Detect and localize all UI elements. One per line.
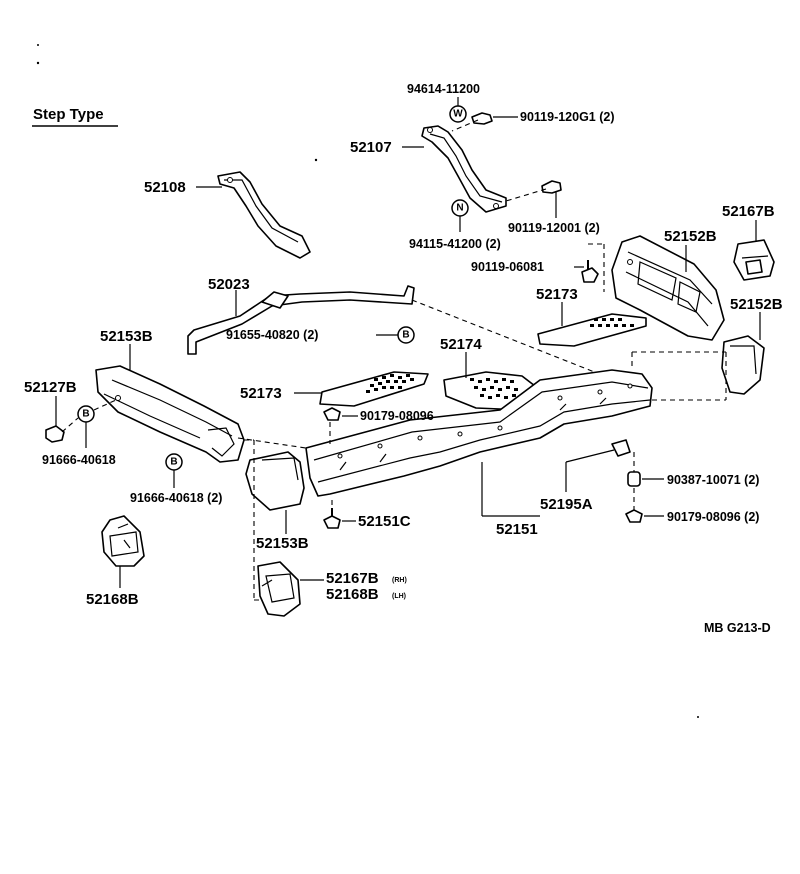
bolt-icon-3 xyxy=(581,260,599,283)
label-90179-08096-a: 90179-08096 xyxy=(360,409,434,423)
label-52151c: 52151C xyxy=(358,513,411,530)
label-52023: 52023 xyxy=(208,276,250,293)
bracket-52167b-top xyxy=(733,239,775,281)
label-90387-10071: 90387-10071 (2) xyxy=(667,473,759,487)
step-pad-52173-right xyxy=(537,313,647,347)
bracket-52168b xyxy=(101,515,145,567)
label-91655-40820: 91655-40820 (2) xyxy=(226,328,318,342)
label-52168b-a: 52168B xyxy=(86,591,139,608)
svg-text:B: B xyxy=(170,457,177,468)
label-52127b: 52127B xyxy=(24,379,77,396)
label-91666-40618-b: 91666-40618 (2) xyxy=(130,491,222,505)
left-end-plate-52153b xyxy=(95,365,245,463)
badge-n-icon: N xyxy=(451,199,469,217)
corner-cap-52153b xyxy=(245,451,305,511)
label-91666-40618-a: 91666-40618 xyxy=(42,453,116,467)
bolt-icon-4 xyxy=(323,508,341,529)
label-52173-a: 52173 xyxy=(536,286,578,303)
label-52167b-rh: 52167B xyxy=(326,570,379,587)
label-90119-120g1: 90119-120G1 (2) xyxy=(520,110,615,124)
label-52151: 52151 xyxy=(496,521,538,538)
right-end-plate-52152b xyxy=(611,235,725,341)
figure-code: MB G213-D xyxy=(704,621,771,635)
bumper-52151 xyxy=(305,369,653,497)
bolt-icon xyxy=(451,112,493,132)
brace-52023 xyxy=(187,285,415,355)
badge-w-icon: W xyxy=(449,105,467,123)
svg-text:N: N xyxy=(456,203,463,214)
label-52153b-b: 52153B xyxy=(256,535,309,552)
scan-specks xyxy=(36,44,699,718)
label-94614-11200: 94614-11200 xyxy=(407,82,480,96)
bracket-52108 xyxy=(217,171,311,259)
badge-b-icon-2: B xyxy=(77,405,95,423)
diagram-title: Step Type xyxy=(33,106,104,123)
bracket-52107 xyxy=(421,125,507,213)
label-52152b-a: 52152B xyxy=(664,228,717,245)
svg-text:B: B xyxy=(82,409,89,420)
label-52168b-lh: 52168B xyxy=(326,586,379,603)
bolt-icon-2 xyxy=(505,180,562,202)
nut-icon-2 xyxy=(625,509,643,523)
step-pad-52173-left xyxy=(319,371,429,407)
bushing-icon xyxy=(627,471,641,487)
bracket-52167b-52168b xyxy=(257,561,301,617)
label-90119-06081: 90119-06081 xyxy=(471,260,544,274)
label-52153b-a: 52153B xyxy=(100,328,153,345)
label-90119-12001: 90119-12001 (2) xyxy=(508,221,600,235)
label-52108: 52108 xyxy=(144,179,186,196)
clip-52127b-icon xyxy=(45,425,65,443)
svg-text:B: B xyxy=(402,330,409,341)
label-lh: (LH) xyxy=(392,593,406,600)
corner-cap-52152b xyxy=(721,335,765,395)
label-52173-b: 52173 xyxy=(240,385,282,402)
badge-b-icon-3: B xyxy=(165,453,183,471)
label-rh: (RH) xyxy=(392,577,407,584)
badge-b-icon: B xyxy=(397,326,415,344)
label-52107: 52107 xyxy=(350,139,392,156)
label-94115-41200: 94115-41200 (2) xyxy=(409,237,501,251)
label-52174: 52174 xyxy=(440,336,482,353)
nut-icon xyxy=(323,407,341,421)
label-52195a: 52195A xyxy=(540,496,593,513)
label-52167b-top: 52167B xyxy=(722,203,775,220)
label-90179-08096-b: 90179-08096 (2) xyxy=(667,510,759,524)
svg-text:W: W xyxy=(453,109,463,120)
label-52152b-b: 52152B xyxy=(730,296,783,313)
